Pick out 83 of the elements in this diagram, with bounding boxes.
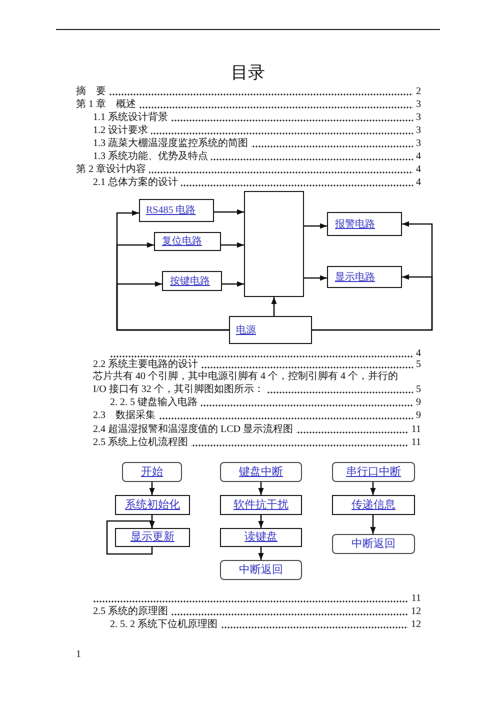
- toc-entry: 2. 2. 5 键盘输入电路: [110, 397, 200, 408]
- terminal-box: [220, 462, 302, 482]
- box-label: 显示电路: [335, 270, 375, 284]
- box-label: 复位电路: [162, 235, 202, 248]
- circuit-block: [154, 232, 221, 251]
- process-box: [115, 495, 190, 515]
- page-number: 9: [413, 396, 421, 409]
- toc-entry: 2.4 超温湿报警和温湿度值的 LCD 显示流程图: [93, 424, 296, 435]
- arrow: [271, 297, 277, 316]
- toc-entry: 1.3 系统功能、优势及特点: [93, 151, 211, 162]
- page-number: 3: [413, 98, 421, 111]
- arrow: [149, 482, 155, 495]
- circuit-block: [327, 266, 402, 288]
- circuit-block: [162, 271, 222, 291]
- circuit-block: [139, 199, 214, 222]
- box-label: 中断返回: [352, 538, 396, 550]
- box-label: 软件抗干扰: [234, 498, 288, 512]
- toc-entry: 2.3 数据采集: [93, 410, 158, 421]
- page-number: 1: [76, 648, 81, 661]
- toc-entry: 2.5 系统的原理图: [93, 606, 171, 617]
- arrow: [116, 281, 229, 331]
- toc-entry: 第 1 章 概述: [76, 99, 139, 110]
- toc-entry: 2.5 系统上位机流程图: [93, 437, 191, 448]
- page-number: 11: [408, 423, 421, 436]
- toc-entry: 1.2 设计要求: [93, 125, 151, 136]
- page-number: 4: [413, 176, 421, 189]
- arrow: [258, 547, 264, 560]
- block-box: [244, 191, 304, 297]
- circuit-block: [229, 316, 312, 344]
- page-number: 9: [413, 409, 421, 422]
- terminal-box: [220, 560, 302, 580]
- circuit-block: [327, 212, 402, 236]
- toc-entry: 2.2 系统主要电路的设计: [93, 359, 201, 370]
- process-box: [220, 495, 302, 515]
- box-label: 电源: [236, 324, 256, 336]
- box-label: 串行口中断: [346, 466, 401, 478]
- arrow: [370, 482, 376, 495]
- terminal-box: [122, 462, 182, 482]
- page-number: 3: [413, 137, 421, 150]
- toc-entry: 1.3 蔬菜大棚温湿度监控系统的简图: [93, 138, 251, 149]
- arrow: [304, 223, 327, 229]
- box-label: 传递信息: [352, 498, 396, 512]
- page-number: 12: [408, 605, 421, 618]
- terminal-box: [332, 534, 415, 554]
- box-label: RS485 电路: [146, 204, 196, 217]
- arrow: [258, 515, 264, 528]
- box-label: 报警电路: [335, 218, 375, 230]
- box-label: 读键盘: [244, 531, 278, 544]
- arrow: [258, 482, 264, 495]
- arrow: [304, 275, 327, 281]
- page-number: 5: [413, 383, 421, 396]
- process-box: [332, 495, 415, 515]
- page-number: 12: [408, 618, 421, 631]
- page-number: 2: [413, 85, 421, 98]
- page-number: 3: [413, 124, 421, 137]
- box-label: 系统初始化: [125, 498, 180, 512]
- arrow: [214, 209, 244, 215]
- toc-entry: 1.1 系统设计背景: [93, 112, 171, 123]
- arrow: [312, 274, 433, 331]
- page-number: 4: [413, 150, 421, 163]
- toc-entry: 2. 5. 2 系统下位机原理图: [110, 619, 220, 630]
- toc-entry: 芯片共有 40 个引脚，其中电源引脚有 4 个，控制引脚有 4 个，并行的 I/O 接口有 32 个，其引脚图如图所示：: [93, 370, 399, 396]
- arrow: [106, 520, 155, 555]
- toc-entry: 2.1 总体方案的设计: [93, 177, 181, 188]
- page-number: 4: [413, 163, 421, 176]
- terminal-box: [332, 462, 415, 482]
- page-title: 目录: [231, 62, 265, 84]
- arrow: [221, 242, 244, 248]
- page-number: 3: [413, 111, 421, 124]
- box-label: 按键电路: [170, 274, 210, 288]
- arrow: [222, 281, 244, 287]
- process-box: [115, 528, 190, 547]
- page-number: 11: [408, 436, 421, 449]
- arrow: [370, 515, 376, 534]
- box-label: 中断返回: [239, 564, 283, 576]
- page-number: 5: [413, 358, 421, 371]
- box-label: 显示更新: [130, 531, 174, 544]
- box-label: 开始: [141, 466, 163, 478]
- toc-entry: 摘 要: [76, 86, 109, 97]
- box-label: 键盘中断: [239, 466, 283, 478]
- page-number: 11: [408, 592, 421, 605]
- toc-entry: 第 2 章设计内容: [76, 164, 149, 175]
- process-box: [220, 528, 302, 547]
